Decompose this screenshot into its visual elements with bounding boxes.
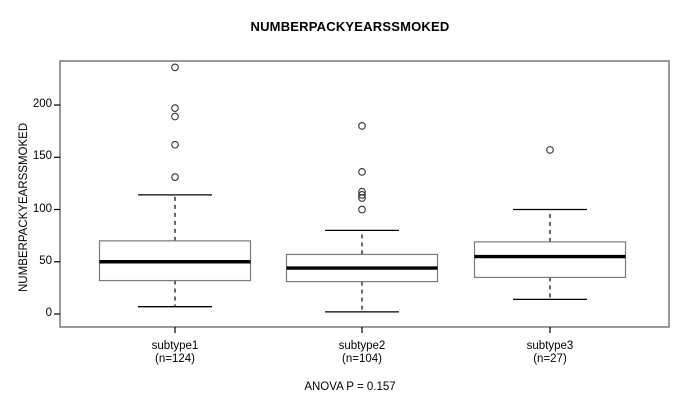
y-tick-label: 200: [32, 98, 52, 110]
x-group-label-subtype2: subtype2(n=104): [262, 340, 462, 366]
group-count: (n=124): [155, 353, 195, 365]
outlier-point: [358, 191, 366, 199]
outlier-point: [358, 168, 366, 176]
outlier-point: [171, 63, 179, 72]
outlier-point: [546, 146, 554, 154]
outlier-point: [171, 173, 179, 181]
anova-footer: ANOVA P = 0.157: [304, 381, 396, 393]
x-group-label-subtype3: subtype3(n=27): [450, 340, 650, 366]
chart-title: NUMBERPACKYEARSSMOKED: [250, 19, 450, 34]
outlier-point: [358, 194, 366, 202]
plot-frame: [59, 60, 670, 328]
y-tick-label: 150: [32, 150, 52, 163]
y-tick-label: 50: [39, 254, 52, 267]
group-count: (n=27): [533, 353, 567, 365]
box-iqr: [473, 241, 627, 279]
group-name: subtype3: [526, 340, 574, 352]
outlier-point: [358, 205, 366, 214]
outlier-point: [171, 104, 179, 112]
outlier-point: [358, 122, 366, 130]
outlier-point: [171, 112, 179, 121]
x-group-label-subtype1: subtype1(n=124): [75, 340, 275, 366]
y-tick-label: 100: [32, 202, 52, 215]
y-tick-label: 0: [45, 307, 52, 319]
outlier-point: [171, 140, 179, 149]
group-count: (n=104): [342, 353, 382, 365]
group-name: subtype2: [338, 340, 386, 352]
group-name: subtype1: [151, 340, 199, 352]
